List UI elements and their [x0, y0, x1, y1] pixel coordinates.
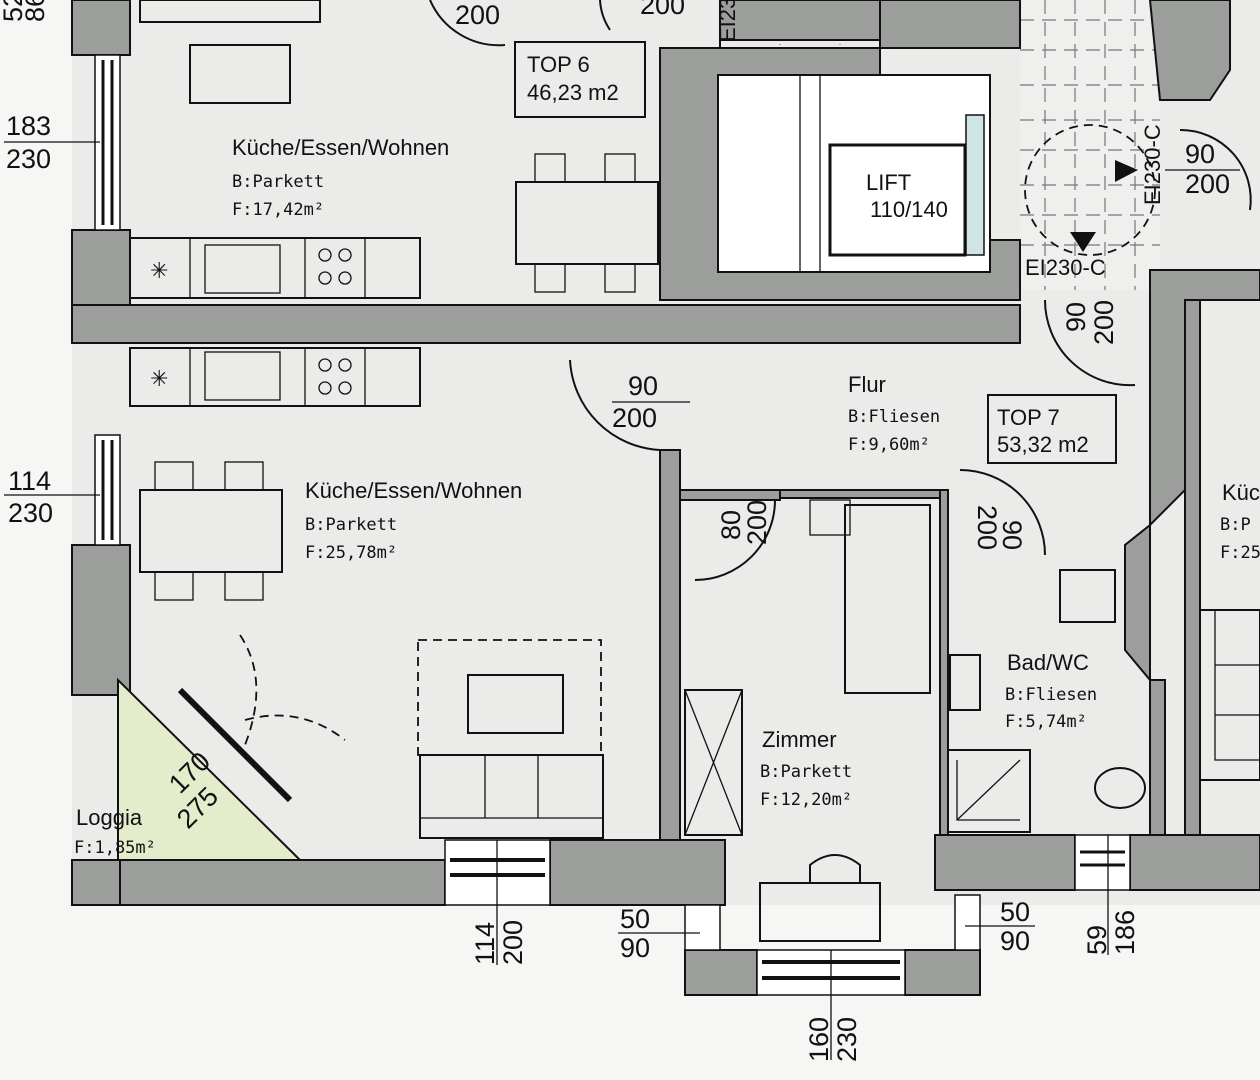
- fire-door-top-label: EI23: [715, 0, 740, 42]
- room-name: Flur: [848, 372, 886, 397]
- svg-text:86: 86: [20, 0, 50, 22]
- bath-fixtures: [947, 569, 1146, 833]
- fridge-icon: ✳: [150, 366, 168, 391]
- stair-landing: [720, 0, 1160, 290]
- lift-label: LIFT: [866, 170, 911, 195]
- top6-label: TOP 6: [527, 52, 590, 77]
- svg-text:50: 50: [620, 904, 650, 934]
- svg-text:114: 114: [8, 466, 51, 496]
- room-name: Küc: [1222, 480, 1260, 505]
- room-area: F:25: [1220, 543, 1260, 563]
- room-floor: B:Parkett: [305, 515, 397, 535]
- zimmer-furniture: [684, 499, 931, 942]
- svg-text:90: 90: [1000, 926, 1030, 956]
- top7-label: TOP 7: [997, 405, 1060, 430]
- room-floor: B:Fliesen: [848, 407, 940, 427]
- top7-area: 53,32 m2: [997, 432, 1089, 457]
- svg-text:90: 90: [628, 371, 658, 401]
- svg-text:186: 186: [1110, 910, 1140, 955]
- room-area: F:9,60m²: [848, 435, 930, 455]
- svg-text:200: 200: [742, 500, 772, 545]
- svg-text:160: 160: [804, 1017, 834, 1062]
- room-floor: B:Fliesen: [1005, 685, 1097, 705]
- dimension-labels: 52 86 200 200 183 230 114 230 90 200 80 …: [0, 0, 1240, 1062]
- room-area: F:25,78m²: [305, 543, 397, 563]
- room-name: Bad/WC: [1007, 650, 1089, 675]
- svg-text:200: 200: [640, 0, 685, 20]
- room-name: Küche/Essen/Wohnen: [305, 478, 522, 503]
- room-name: Zimmer: [762, 727, 837, 752]
- door-swing: [1024, 124, 1156, 256]
- svg-text:52: 52: [0, 0, 28, 22]
- arrow-right-icon: [1115, 160, 1138, 182]
- arrow-down-icon: [1070, 232, 1096, 252]
- room-area: F:5,74m²: [1005, 712, 1087, 732]
- doors[interactable]: [239, 0, 1252, 746]
- fire-door-right-label: EI230-C: [1140, 124, 1165, 205]
- svg-text:114: 114: [470, 922, 500, 965]
- svg-text:200: 200: [1089, 300, 1119, 345]
- svg-text:90: 90: [997, 520, 1027, 550]
- right-unit-furniture: [1199, 609, 1260, 781]
- svg-text:230: 230: [832, 1017, 862, 1062]
- lift-size: 110/140: [870, 197, 948, 222]
- svg-text:200: 200: [455, 0, 500, 30]
- svg-text:200: 200: [498, 920, 528, 965]
- top6-area: 46,23 m2: [527, 80, 619, 105]
- svg-text:200: 200: [1185, 169, 1230, 199]
- svg-text:90: 90: [620, 933, 650, 963]
- room-floor: B:Parkett: [232, 172, 324, 192]
- fridge-icon: ✳: [150, 258, 168, 283]
- room-area: F:1,85m²: [74, 838, 156, 858]
- room-area: F:17,42m²: [232, 200, 324, 220]
- fire-door-bottom-label: EI230-C: [1025, 255, 1106, 280]
- loggia-area: [117, 677, 303, 861]
- svg-text:200: 200: [612, 403, 657, 433]
- lower-kitchen-furniture: ✳: [129, 347, 604, 839]
- svg-text:230: 230: [8, 498, 53, 528]
- room-name: Loggia: [76, 805, 143, 830]
- svg-text:50: 50: [1000, 897, 1030, 927]
- lift: LIFT 110/140: [717, 74, 991, 273]
- room-floor: B:P: [1220, 515, 1251, 535]
- svg-text:200: 200: [972, 505, 1002, 550]
- svg-text:90: 90: [1061, 302, 1091, 332]
- svg-text:183: 183: [6, 111, 51, 141]
- room-floor: B:Parkett: [760, 762, 852, 782]
- svg-text:90: 90: [1185, 139, 1215, 169]
- upper-kitchen-furniture: ✳: [129, 0, 659, 299]
- svg-text:230: 230: [6, 144, 51, 174]
- room-area: F:12,20m²: [760, 790, 852, 810]
- room-name: Küche/Essen/Wohnen: [232, 135, 449, 160]
- svg-text:80: 80: [716, 510, 746, 540]
- svg-text:59: 59: [1082, 925, 1112, 955]
